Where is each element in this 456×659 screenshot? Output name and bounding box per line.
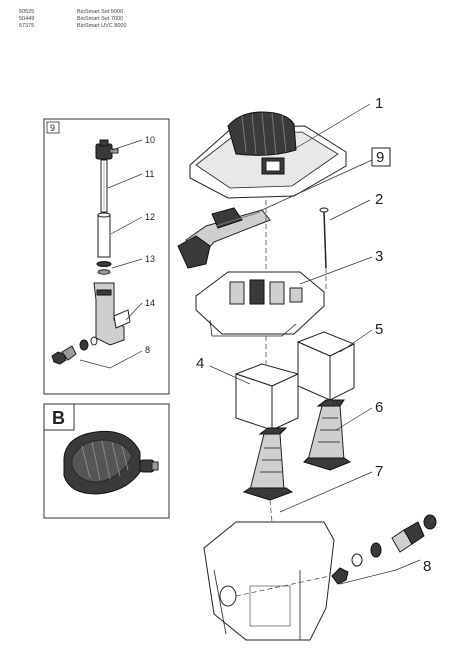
support-grid-7 <box>242 427 294 501</box>
leader-10 <box>111 139 143 151</box>
leader-lines <box>209 103 421 585</box>
filter-housing <box>203 521 335 641</box>
pump-box-frame <box>43 403 170 519</box>
callout-3: 3 <box>375 248 383 265</box>
leader-11 <box>107 173 143 189</box>
product-code: 50525 <box>19 9 35 15</box>
callout-4: 4 <box>196 355 204 372</box>
inset-callout-12: 12 <box>145 212 155 222</box>
inset-callout-14: 14 <box>145 298 155 308</box>
filter-sponge-4 <box>234 363 300 431</box>
filter-sponge-5 <box>296 331 356 401</box>
pump-label: B <box>52 408 65 428</box>
callout-7: 7 <box>375 463 383 480</box>
inset-uvc-parts: 9 <box>43 118 170 395</box>
product-row-3: 57375 BioSmart UVC 8000 <box>19 23 127 30</box>
leader-12 <box>110 216 143 235</box>
inset-label-frame <box>46 121 60 134</box>
inset-callout-11: 11 <box>145 169 154 179</box>
lamp-head <box>95 139 119 160</box>
product-code: 50449 <box>19 16 35 22</box>
product-row-1: 50525 BioSmart Set 5000 <box>19 9 127 16</box>
seal-ring <box>96 261 112 275</box>
inset-callout-8: 8 <box>145 345 150 355</box>
quartz-tube <box>97 212 111 258</box>
pump-label-frame <box>43 403 75 431</box>
leader-14 <box>125 302 143 321</box>
product-code: 57375 <box>19 23 35 29</box>
callout-9: 9 <box>376 149 384 166</box>
callout-2: 2 <box>375 191 383 208</box>
callout-9-frame <box>371 147 391 167</box>
inset-label: 9 <box>50 123 55 133</box>
callout-8: 8 <box>423 558 431 575</box>
product-row-2: 50449 BioSmart Set 7000 <box>19 16 127 23</box>
inset-pump: B <box>43 403 170 519</box>
inset-callout-10: 10 <box>145 135 155 145</box>
rod <box>319 207 329 269</box>
hose-connector-small <box>51 336 98 365</box>
inset-frame <box>43 118 170 395</box>
inset-callout-13: 13 <box>145 254 155 264</box>
product-name: BioSmart Set 5000 <box>77 9 124 15</box>
uvc-lamp <box>100 159 108 213</box>
pump-body <box>63 430 159 495</box>
filter-insert-tray <box>195 271 325 337</box>
support-grid-6 <box>303 399 352 471</box>
leader-8-inset <box>79 350 143 369</box>
product-header: 50525 BioSmart Set 5000 50449 BioSmart Set… <box>19 9 127 30</box>
leader-13 <box>111 258 143 269</box>
assembly-lines <box>235 200 331 597</box>
product-name: BioSmart Set 7000 <box>77 16 124 22</box>
callout-5: 5 <box>375 321 383 338</box>
callout-1: 1 <box>375 95 383 112</box>
filter-lid <box>189 111 347 199</box>
uvc-unit <box>177 207 271 269</box>
product-name: BioSmart UVC 8000 <box>77 23 127 29</box>
hose-connectors-main <box>331 514 437 585</box>
callout-6: 6 <box>375 399 383 416</box>
uvc-housing <box>93 282 131 346</box>
